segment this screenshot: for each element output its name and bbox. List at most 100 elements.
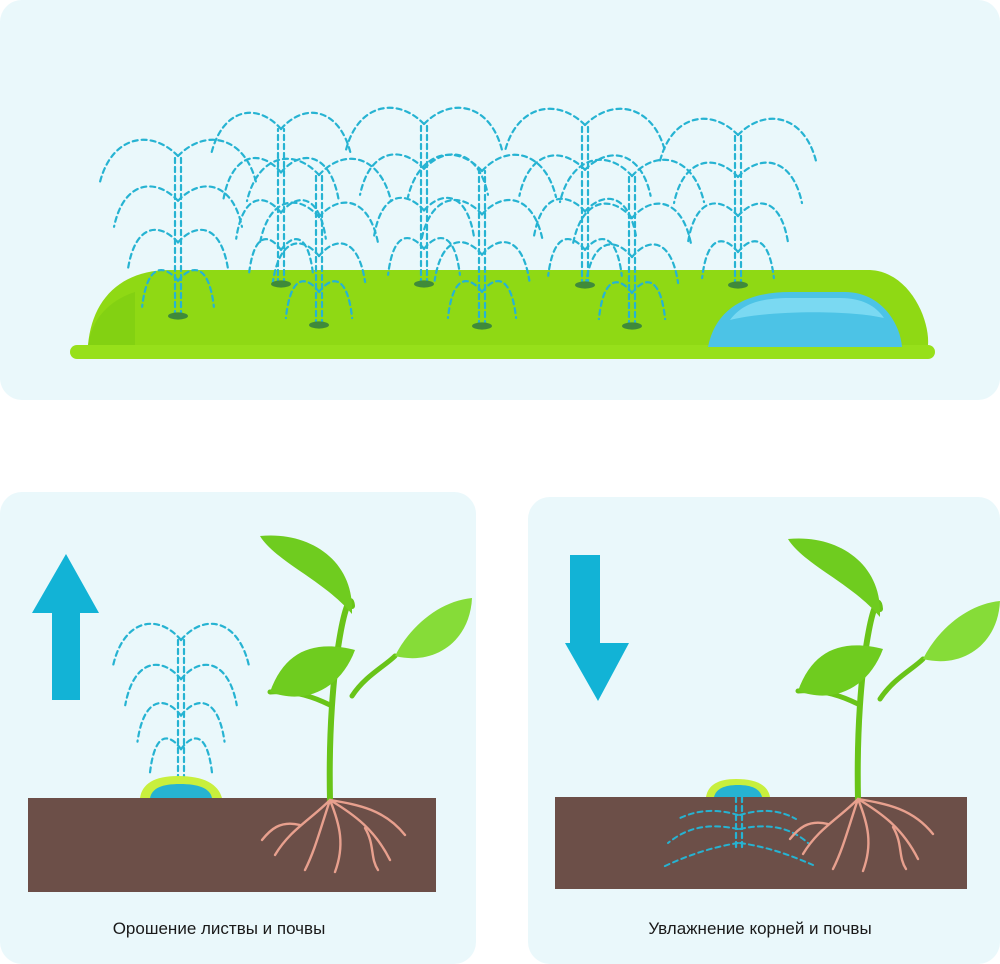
plant bbox=[260, 535, 472, 874]
foliage-scene bbox=[28, 535, 472, 892]
arrow-down-icon bbox=[565, 555, 629, 701]
sprinkler-emitter bbox=[309, 321, 329, 329]
spray-jet bbox=[176, 138, 258, 184]
spray-jet bbox=[235, 199, 283, 240]
field-irrigation-panel bbox=[0, 0, 1000, 400]
spray-jet bbox=[597, 281, 634, 321]
root-moistening-panel: Увлажнение корней и почвы bbox=[528, 497, 1000, 964]
sprinkler-emitter bbox=[414, 280, 434, 288]
spray-jet bbox=[179, 737, 214, 777]
plant-stem-branch bbox=[877, 656, 926, 702]
root bbox=[856, 797, 870, 873]
root bbox=[260, 822, 302, 842]
spray-jet bbox=[558, 158, 634, 204]
seep-jet bbox=[739, 809, 797, 820]
foliage-irrigation-panel: Орошение листвы и почвы bbox=[0, 492, 476, 964]
spray-jet bbox=[422, 106, 504, 152]
root bbox=[303, 798, 332, 872]
sprinkler-emitter bbox=[271, 280, 291, 288]
spray-jet bbox=[584, 243, 634, 285]
spray-jet bbox=[630, 281, 667, 321]
plant-stem bbox=[326, 598, 355, 803]
spray-jet bbox=[701, 240, 740, 280]
spray-jet bbox=[344, 106, 426, 152]
spray-jet bbox=[176, 268, 215, 308]
spray-jet bbox=[446, 280, 484, 319]
spray-jet bbox=[126, 228, 180, 270]
spray-jet bbox=[112, 185, 180, 228]
seep-jet bbox=[739, 825, 809, 844]
leaf bbox=[923, 601, 1000, 662]
spray-jet bbox=[736, 161, 804, 205]
seep-jet bbox=[739, 842, 814, 866]
sprinkler-emitter-group bbox=[168, 280, 748, 330]
spray-jet bbox=[420, 198, 484, 242]
spray-jet bbox=[245, 157, 321, 203]
sprinkler-emitter bbox=[728, 281, 748, 289]
spray-jet bbox=[532, 197, 587, 239]
spray-jet bbox=[422, 236, 461, 276]
sprinkler-emitter bbox=[575, 281, 595, 289]
underground-water-flow bbox=[662, 795, 814, 868]
sprinkler-emitter bbox=[168, 312, 188, 320]
seep-jet bbox=[677, 809, 739, 820]
spray-jet bbox=[284, 280, 321, 320]
spray-jet bbox=[583, 107, 667, 153]
spray-jet bbox=[630, 158, 706, 204]
spray-jet bbox=[480, 241, 531, 282]
sprinkler-emitter bbox=[140, 776, 222, 798]
spray-jet bbox=[247, 238, 283, 277]
spray-jet bbox=[736, 202, 790, 244]
arrow-up-icon bbox=[32, 554, 99, 700]
spray-jet bbox=[387, 236, 426, 276]
root bbox=[856, 797, 935, 836]
spray-jet bbox=[148, 737, 183, 777]
spray-jet bbox=[124, 663, 183, 707]
leaf bbox=[788, 538, 881, 617]
plant-stem-branch bbox=[349, 653, 398, 699]
sprinkler-emitter bbox=[622, 322, 642, 330]
root bbox=[788, 821, 830, 841]
spray-jet bbox=[583, 237, 623, 277]
root bbox=[328, 798, 342, 874]
spray-jet bbox=[422, 196, 476, 238]
plant-stem bbox=[854, 599, 883, 802]
spray-jet bbox=[179, 701, 226, 743]
spray-jet bbox=[358, 153, 426, 196]
spray-jet bbox=[209, 111, 283, 157]
leaf bbox=[260, 535, 353, 614]
spray-jet bbox=[279, 156, 340, 200]
spray-jet bbox=[141, 268, 180, 308]
spray-jet bbox=[503, 107, 587, 153]
spray-jet bbox=[686, 202, 740, 244]
caption-foliage-irrigation: Орошение листвы и почвы bbox=[112, 919, 326, 938]
spray-jet bbox=[433, 241, 484, 282]
sprinkler-spray bbox=[111, 622, 251, 782]
spray-jet bbox=[258, 201, 321, 245]
spray-jet bbox=[480, 153, 558, 199]
spray-jet bbox=[736, 117, 818, 163]
spray-jet bbox=[736, 240, 775, 280]
spray-jet bbox=[583, 154, 652, 197]
soil-bed bbox=[28, 798, 436, 892]
seep-jet bbox=[662, 842, 739, 868]
spray-jet bbox=[111, 622, 183, 668]
spray-jet bbox=[630, 202, 693, 246]
spray-jet bbox=[136, 701, 183, 743]
spray-jet bbox=[547, 237, 587, 277]
sprinkler-emitter bbox=[472, 322, 492, 330]
spray-jet bbox=[317, 242, 367, 284]
root-scene bbox=[555, 538, 1000, 889]
root bbox=[328, 798, 392, 862]
spray-jet bbox=[518, 154, 587, 197]
spray-jet bbox=[480, 280, 518, 319]
spray-jet bbox=[372, 196, 426, 238]
root bbox=[328, 798, 407, 837]
spray-jet bbox=[571, 202, 634, 246]
spray-jet bbox=[279, 238, 315, 277]
spray-jet bbox=[658, 117, 740, 163]
spray-jet bbox=[179, 663, 238, 707]
leaf bbox=[395, 598, 472, 659]
root bbox=[831, 797, 860, 871]
plant bbox=[788, 538, 1000, 873]
